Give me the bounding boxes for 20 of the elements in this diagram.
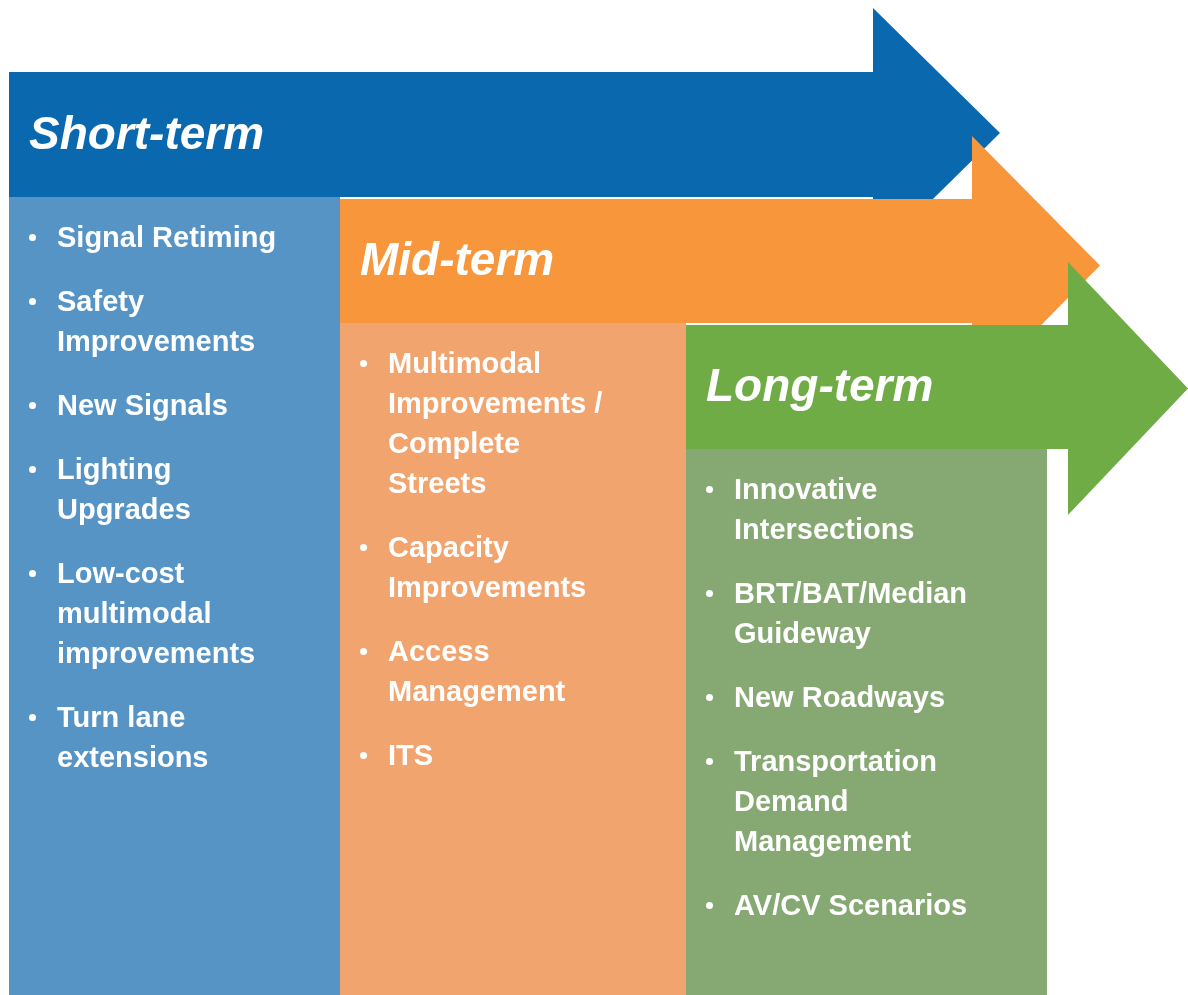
bullet-item: Lighting Upgrades [23,449,285,529]
column-panel [340,323,686,995]
bullet-item: BRT/BAT/Median Guideway [700,573,974,653]
bullet-item: New Roadways [700,677,946,717]
bullet-item: ITS [354,735,434,775]
column-panel [686,449,1047,995]
phase-heading: Mid-term [360,236,555,282]
bullet-item: Low-cost multimodal improvements [23,553,285,673]
bullet-item: Safety Improvements [23,281,285,361]
bullet-item: AV/CV Scenarios [700,885,968,925]
bullet-item: Signal Retiming [23,217,277,257]
bullet-item: Innovative Intersections [700,469,974,549]
bullet-item: Access Management [354,631,616,711]
column-panel [9,197,340,995]
phase-heading: Short-term [29,109,265,156]
bullet-item: Multimodal Improvements / Complete Streets [354,343,616,503]
bullet-item: Turn lane extensions [23,697,285,777]
bullet-item: Capacity Improvements [354,527,616,607]
bullet-item: Transportation Demand Management [700,741,974,861]
bullet-item: New Signals [23,385,228,425]
